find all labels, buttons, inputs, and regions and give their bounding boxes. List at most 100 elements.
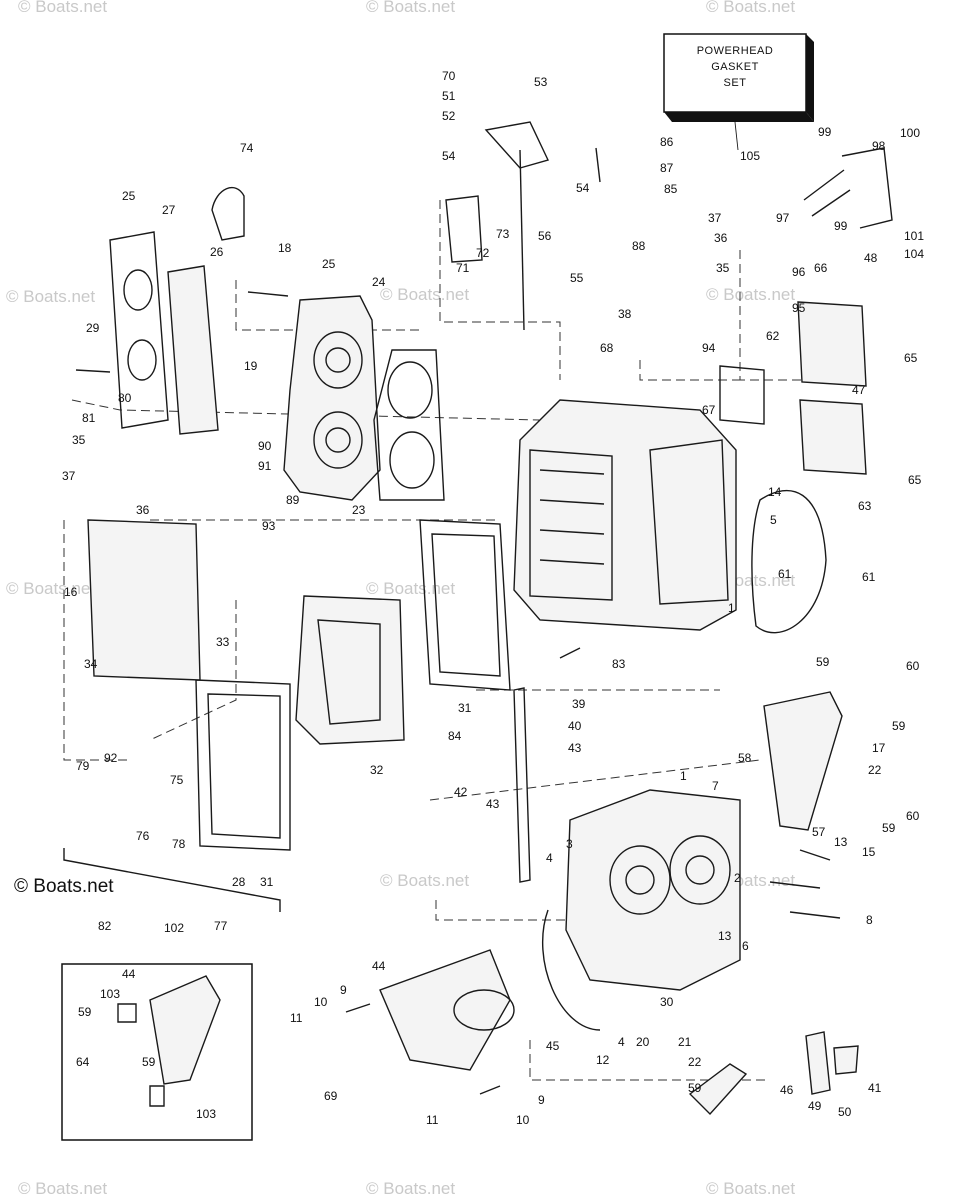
intake-cover <box>295 595 405 745</box>
callout-73: 73 <box>496 227 510 241</box>
callout-50: 50 <box>838 1105 852 1119</box>
callout-13: 13 <box>834 835 848 849</box>
callout-7: 7 <box>712 779 719 793</box>
fuel-line-77 <box>63 848 281 912</box>
callout-24: 24 <box>372 275 386 289</box>
box-label-line-1: POWERHEAD <box>697 45 774 57</box>
crankcase-block <box>513 399 737 631</box>
callout-25: 25 <box>122 189 136 203</box>
link-arm-40 <box>513 687 531 883</box>
callout-63: 63 <box>858 499 872 513</box>
callout-54: 54 <box>576 181 590 195</box>
exhaust-cover-and-gasket <box>109 231 219 435</box>
callout-15: 15 <box>862 845 876 859</box>
watermark-6: © Boats.net <box>380 871 469 890</box>
callout-59: 59 <box>892 719 906 733</box>
callout-57: 57 <box>812 825 826 839</box>
callout-80: 80 <box>118 391 132 405</box>
watermark-13: © Boats.net <box>706 0 795 16</box>
callout-72: 72 <box>476 246 490 260</box>
callout-79: 79 <box>76 759 90 773</box>
callout-82: 82 <box>98 919 112 933</box>
callout-9: 9 <box>340 983 347 997</box>
callout-59: 59 <box>882 821 896 835</box>
callout-17: 17 <box>872 741 886 755</box>
callout-66: 66 <box>814 261 828 275</box>
part-50 <box>833 1045 859 1075</box>
watermark-0: © Boats.net <box>6 287 95 306</box>
motor-mount-44 <box>379 949 511 1071</box>
callout-18: 18 <box>278 241 292 255</box>
callout-10: 10 <box>516 1113 530 1127</box>
callout-60: 60 <box>906 809 920 823</box>
callout-61: 61 <box>778 567 792 581</box>
callout-48: 48 <box>864 251 878 265</box>
intake-gasket-lower <box>195 679 291 851</box>
alignment-lines <box>63 200 860 1081</box>
hose-12 <box>541 909 601 1031</box>
callout-94: 94 <box>702 341 716 355</box>
callout-35: 35 <box>716 261 730 275</box>
callout-84: 84 <box>448 729 462 743</box>
watermark-12: © Boats.net <box>366 0 455 16</box>
callout-85: 85 <box>664 182 678 196</box>
callout-53: 53 <box>534 75 548 89</box>
callout-37: 37 <box>708 211 722 225</box>
watermark-3: © Boats.net <box>6 579 95 598</box>
seal-61 <box>751 489 827 634</box>
bolts <box>75 147 841 1095</box>
box-label-line-2: GASKET <box>711 61 759 73</box>
callout-27: 27 <box>162 203 176 217</box>
watermark-1: © Boats.net <box>380 285 469 304</box>
callout-1: 1 <box>728 601 735 615</box>
callout-62: 62 <box>766 329 780 343</box>
cover-46 <box>688 1063 748 1116</box>
callout-36: 36 <box>714 231 728 245</box>
transfer-cover <box>87 519 201 681</box>
callout-70: 70 <box>442 69 456 83</box>
callout-22: 22 <box>688 1055 702 1069</box>
watermark-layer: © Boats.net © Boats.net © Boats.net © Boats… <box>6 0 795 1198</box>
head-gasket <box>373 349 445 501</box>
callout-26: 26 <box>210 245 224 259</box>
callout-12: 12 <box>596 1053 610 1067</box>
callout-59: 59 <box>78 1005 92 1019</box>
callout-14: 14 <box>768 485 782 499</box>
watermark-11: © Boats.net <box>18 0 107 16</box>
callout-43: 43 <box>568 741 582 755</box>
callout-78: 78 <box>172 837 186 851</box>
callout-13: 13 <box>718 929 732 943</box>
cylinder-head <box>283 295 381 501</box>
callout-20: 20 <box>636 1035 650 1049</box>
callout-58: 58 <box>738 751 752 765</box>
callout-36: 36 <box>136 503 150 517</box>
callout-32: 32 <box>370 763 384 777</box>
callout-47: 47 <box>852 383 866 397</box>
callout-69: 69 <box>324 1089 338 1103</box>
callout-88: 88 <box>632 239 646 253</box>
callout-22: 22 <box>868 763 882 777</box>
callout-19: 19 <box>244 359 258 373</box>
callout-42: 42 <box>454 785 468 799</box>
callout-64: 64 <box>76 1055 90 1069</box>
callout-3: 3 <box>566 837 573 851</box>
watermark-8: © Boats.net <box>18 1179 107 1198</box>
callout-98: 98 <box>872 139 886 153</box>
callout-77: 77 <box>214 919 228 933</box>
callout-11: 11 <box>290 1011 303 1025</box>
callout-59: 59 <box>142 1055 156 1069</box>
callout-16: 16 <box>64 585 78 599</box>
callout-65: 65 <box>904 351 918 365</box>
callout-100: 100 <box>900 126 920 140</box>
callout-71: 71 <box>456 261 470 275</box>
callout-52: 52 <box>442 109 456 123</box>
callout-41: 41 <box>868 1081 882 1095</box>
callout-55: 55 <box>570 271 584 285</box>
callout-34: 34 <box>84 657 98 671</box>
callout-99: 99 <box>818 125 832 139</box>
wire-harness <box>803 147 893 229</box>
callout-68: 68 <box>600 341 614 355</box>
callout-56: 56 <box>538 229 552 243</box>
callout-44: 44 <box>122 967 136 981</box>
callout-89: 89 <box>286 493 300 507</box>
